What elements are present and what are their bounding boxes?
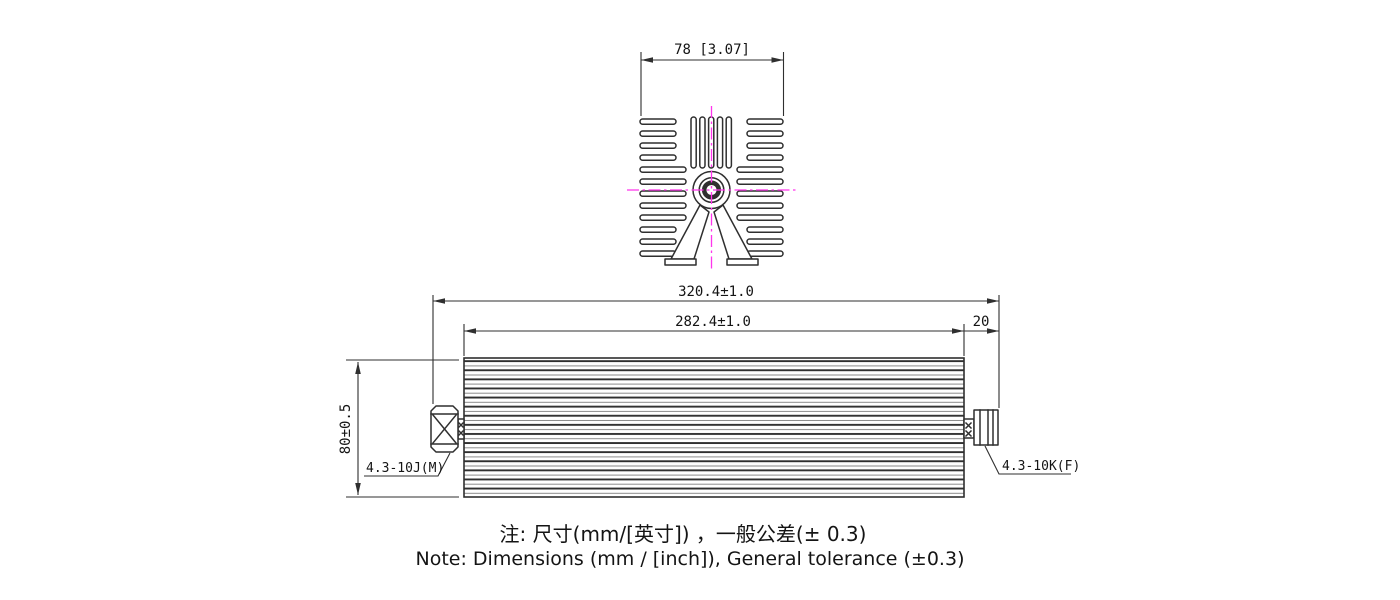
left-connector-callout: 4.3-10J(M): [364, 452, 451, 477]
label-connector-female: 4.3-10K(F): [1002, 459, 1080, 474]
left-fin-array: [639, 118, 687, 257]
dim-right-offset-text: 20: [973, 314, 990, 330]
end-view: 78 [3.07]: [627, 42, 796, 270]
note-line-en: Note: Dimensions (mm / [inch]), General …: [416, 548, 965, 570]
note-line-zh: 注: 尺寸(mm/[英寸]) ，一般公差(± 0.3): [500, 522, 867, 546]
connector-barrel: [973, 409, 999, 446]
right-connector: [963, 409, 999, 446]
dim-height-text: 80±0.5: [338, 404, 354, 455]
neck-knurl: [964, 421, 973, 438]
right-fin-array: [736, 118, 784, 257]
dim-overall-length: 320.4±1.0: [432, 284, 1000, 408]
mounting-legs: [664, 204, 759, 266]
dim-overall-length-text: 320.4±1.0: [678, 284, 754, 300]
nut-knurl-cross: [431, 413, 458, 445]
right-leg: [713, 204, 753, 260]
leader-line: [364, 452, 451, 477]
notes: 注: 尺寸(mm/[英寸]) ，一般公差(± 0.3) Note: Dimens…: [416, 522, 965, 570]
left-leg: [670, 204, 710, 260]
left-connector: [430, 405, 465, 453]
finned-body: [463, 357, 965, 498]
dim-width: 78 [3.07]: [640, 42, 785, 116]
left-foot: [664, 258, 697, 266]
right-connector-callout: 4.3-10K(F): [984, 445, 1080, 475]
neck-knurl: [457, 421, 465, 437]
dim-body-length: 282.4±1.0 20: [463, 314, 999, 356]
dim-height: 80±0.5: [338, 359, 459, 498]
dim-width-text: 78 [3.07]: [674, 42, 750, 58]
dim-body-length-text: 282.4±1.0: [675, 314, 751, 330]
side-view: 320.4±1.0 282.4±1.0 20 80±0.5: [338, 284, 1080, 498]
left-connector-neck: [457, 418, 465, 440]
label-connector-male: 4.3-10J(M): [366, 461, 444, 476]
leader-line: [984, 445, 1071, 475]
right-foot: [726, 258, 759, 266]
